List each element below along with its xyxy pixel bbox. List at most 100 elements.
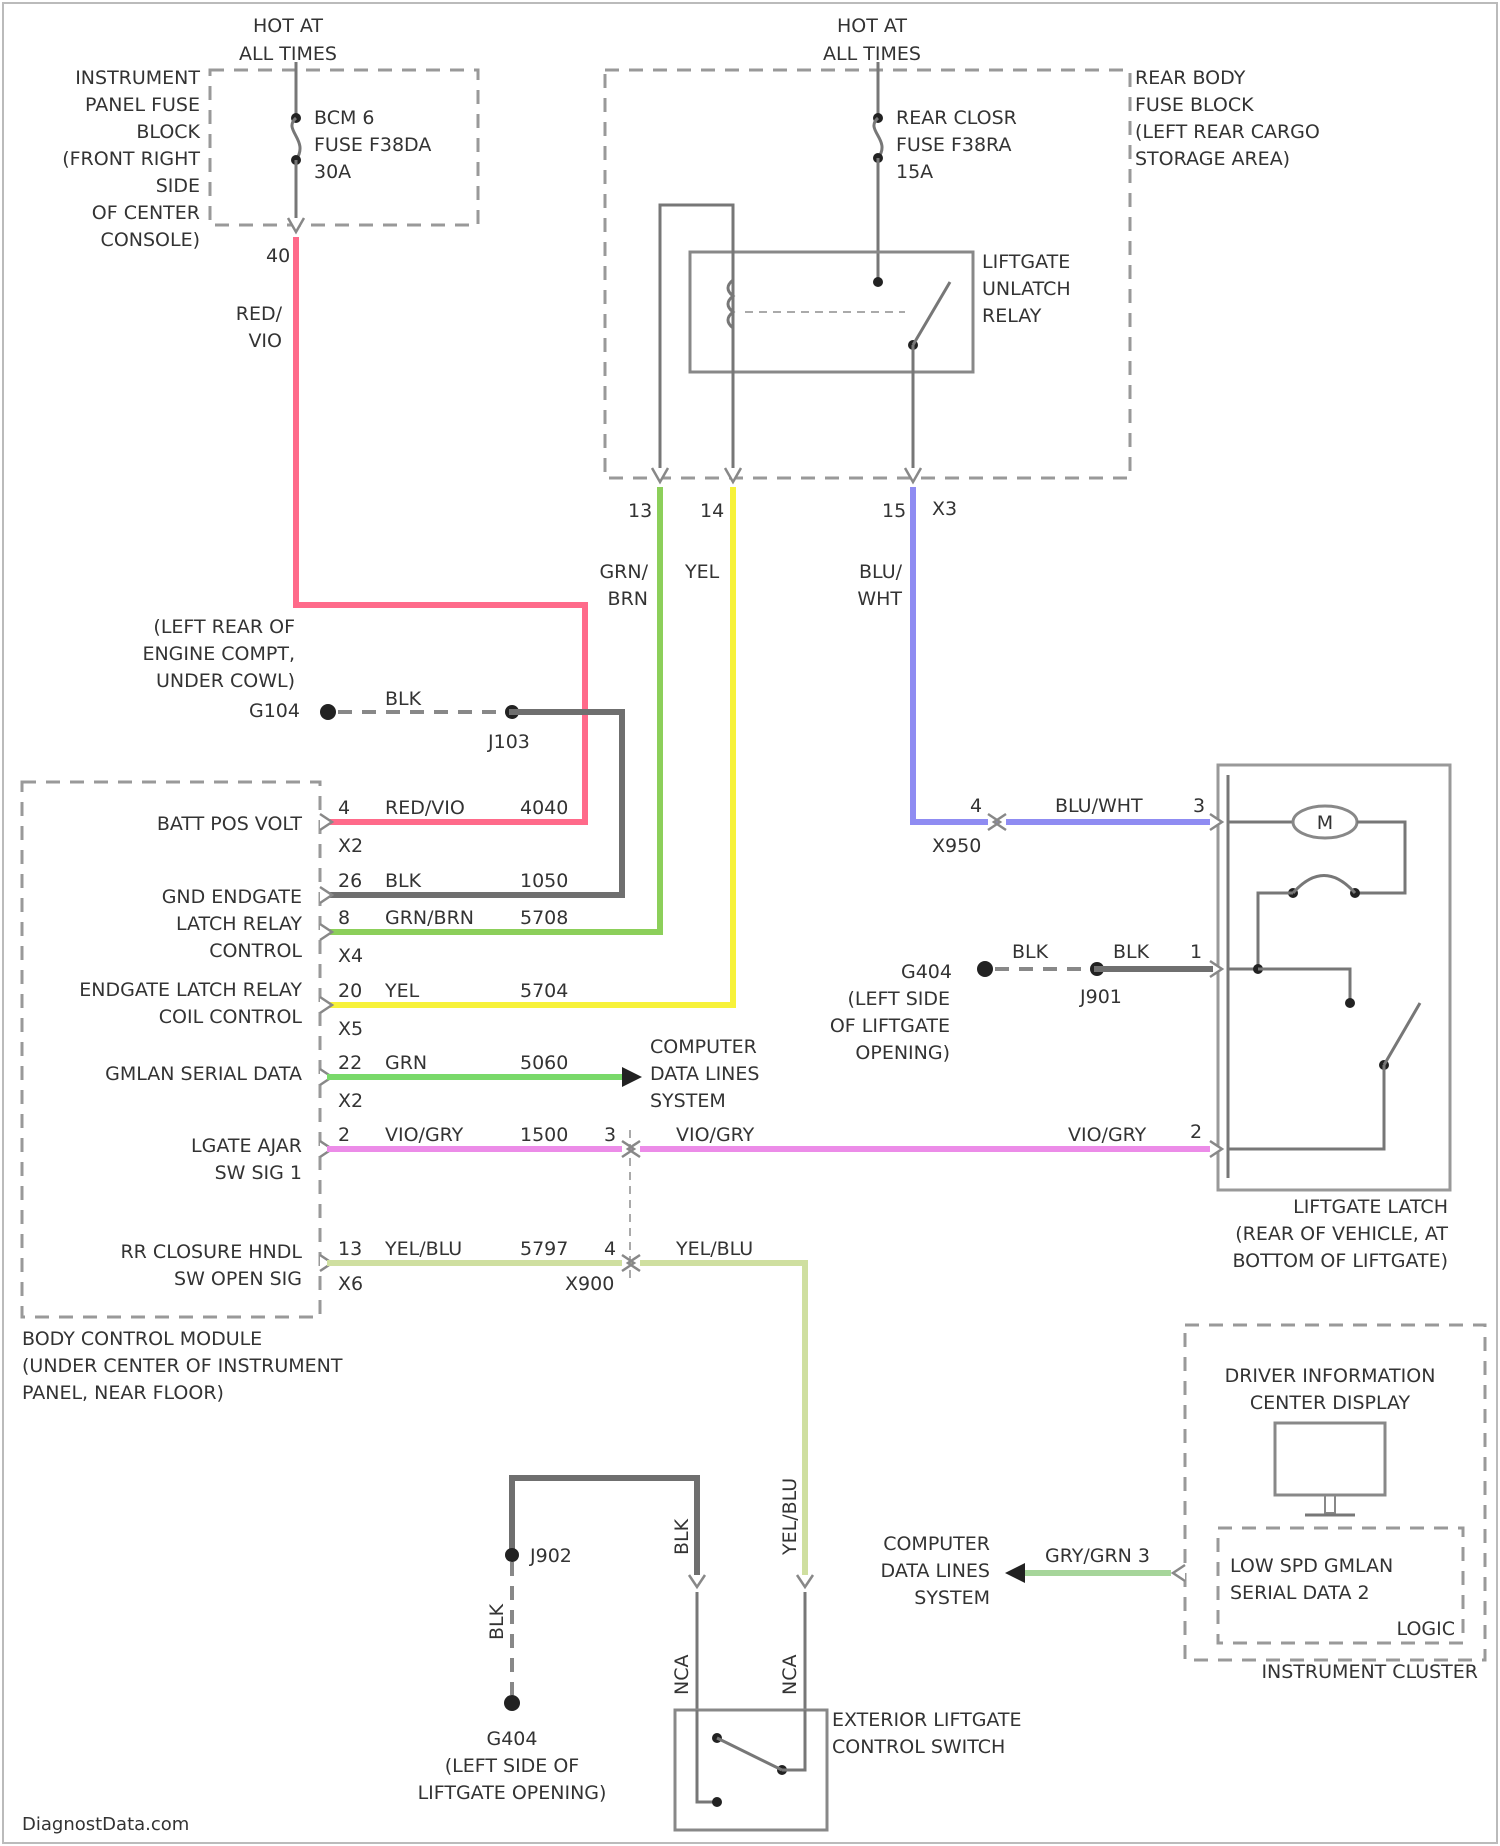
dic-label-1: DRIVER INFORMATION [1225,1365,1436,1387]
motor-wire-out [1355,822,1405,893]
latch-ajar-contact [1345,998,1355,1008]
rbfb-label-1: REAR BODY [1135,67,1246,89]
bcm-gmlan-label: GMLAN SERIAL DATA [105,1063,302,1085]
wire-grn-label: GRN/ [599,561,648,583]
fuse1-label-2: FUSE F38DA [314,134,431,156]
r1-conn: X2 [338,835,363,857]
r4-pin: 20 [338,980,362,1002]
switch-conn-left [689,1575,705,1587]
fuse1-label-1: BCM 6 [314,107,375,129]
bcm-coil-label-1: ENDGATE LATCH RELAY [79,979,302,1001]
gmlan-arrow [622,1067,642,1087]
wire-wht-label: WHT [857,588,902,610]
bcm-name-2: (UNDER CENTER OF INSTRUMENT [22,1355,343,1377]
bcm-conn-26 [320,887,332,903]
x900-wire-b: YEL/BLU [675,1238,753,1260]
bcm-gnd-label-2: LATCH RELAY [176,913,302,935]
bcm-gnd-label-1: GND ENDGATE [162,886,302,908]
latch-label-3: BOTTOM OF LIFTGATE) [1232,1250,1448,1272]
bcm-name-1: BODY CONTROL MODULE [22,1328,262,1350]
rbfb-label-2: FUSE BLOCK [1135,94,1254,116]
blk-mid-label: BLK [1012,941,1049,963]
g104-ground-dot [320,704,336,720]
lowspd-label-1: LOW SPD GMLAN [1230,1555,1393,1577]
dic-label-2: CENTER DISPLAY [1250,1392,1411,1414]
latch-pin-3: 3 [1193,795,1205,817]
g404-loc-1: (LEFT SIDE [847,988,950,1010]
pin-13: 13 [628,500,652,522]
wire-blk-gnd [330,712,622,895]
g104-location-3: UNDER COWL) [156,670,295,692]
bcm-lgate-label-2: SW SIG 1 [215,1162,302,1184]
g404-label: G404 [901,961,952,983]
r7-ckt: 5797 [520,1238,568,1260]
cdl2-label-3: SYSTEM [914,1587,990,1609]
ipfb-label-7: CONSOLE) [101,229,200,251]
wire-vio-label: VIO [248,330,282,352]
nca-2: NCA [779,1655,801,1695]
logic-label: LOGIC [1397,1618,1455,1640]
blk-vert-label: BLK [486,1603,508,1640]
g404b-label-1: G404 [487,1728,538,1750]
pin-14: 14 [700,500,724,522]
nca-1: NCA [671,1655,693,1695]
wire-red-label: RED/ [236,303,283,325]
hot-at-all-times-1b: ALL TIMES [239,43,337,65]
latch-ajar-arm [1384,1003,1420,1065]
r5-ckt: 5060 [520,1052,568,1074]
latch-pin-2: 2 [1190,1121,1202,1143]
wire-yel-blu [330,1263,805,1575]
hot-at-all-times-1: HOT AT [253,15,323,37]
r6-pin: 2 [338,1124,350,1146]
latch-conn-3 [1210,814,1222,830]
pin-40: 40 [266,245,290,267]
r3-ckt: 5708 [520,907,568,929]
bcm-conn-20 [320,997,332,1013]
display-icon [1275,1423,1385,1495]
bcm-rr-label-1: RR CLOSURE HNDL [120,1241,302,1263]
ipfb-label-4: (FRONT RIGHT [62,148,200,170]
cdl2-label-2: DATA LINES [881,1560,990,1582]
r5-wire: GRN [385,1052,427,1074]
g404b-label-3: LIFTGATE OPENING) [418,1782,607,1804]
latch-label-2: (REAR OF VEHICLE, AT [1235,1223,1448,1245]
cdl2-label-1: COMPUTER [883,1533,990,1555]
bcm-lgate-label-1: LGATE AJAR [191,1135,302,1157]
g104-location-2: ENGINE COMPT, [142,643,295,665]
latch-wire-2 [1258,969,1350,1003]
r1-pin: 4 [338,797,350,819]
x900-wire-a: VIO/GRY [676,1124,755,1146]
x900-pin-b: 4 [604,1238,616,1260]
wire-blu-wht [913,490,1210,822]
latch-wire-3 [1228,1065,1384,1149]
cdl1-label-2: DATA LINES [650,1063,759,1085]
ext-switch-label-1: EXTERIOR LIFTGATE [832,1709,1022,1731]
latch-conn-2 [1210,1141,1222,1157]
r6-wire: VIO/GRY [385,1124,464,1146]
rbfb-label-4: STORAGE AREA) [1135,148,1290,170]
ext-switch-wire-2 [782,1710,805,1770]
r5-conn: X2 [338,1090,363,1112]
r2-ckt: 1050 [520,870,568,892]
bcm-coil-label-2: COIL CONTROL [159,1006,303,1028]
r7-pin: 13 [338,1238,362,1260]
bcm-rr-label-2: SW OPEN SIG [174,1268,302,1290]
bcm-batt-label: BATT POS VOLT [157,813,303,835]
rear-body-fuse-block-outline [605,70,1130,478]
bcm-outline [22,782,320,1317]
wire-brn-label: BRN [608,588,648,610]
bcm-gnd-label-3: CONTROL [209,940,302,962]
relay-label-3: RELAY [982,305,1042,327]
g404-loc-2: OF LIFTGATE [830,1015,950,1037]
bcm-conn-4 [320,814,332,830]
r3-conn: X4 [338,945,363,967]
j902-dot [505,1548,519,1562]
fuse2-label-3: 15A [896,161,933,183]
blk-top-label: BLK [385,688,422,710]
ipfb-label-6: OF CENTER [92,202,200,224]
display-stand-icon [1325,1495,1335,1513]
hot-at-all-times-2: HOT AT [837,15,907,37]
blu-wire: BLU/WHT [1055,795,1143,817]
wire-red-vio [296,240,585,822]
